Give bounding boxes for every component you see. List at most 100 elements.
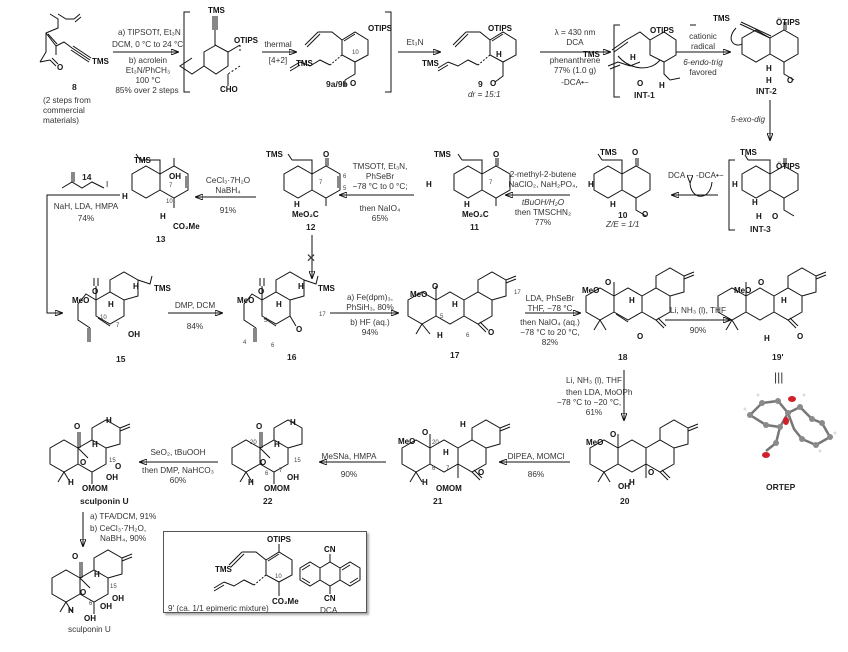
- position-number-5: 5: [264, 318, 268, 324]
- condition-15-line1: DMP, DCM: [174, 301, 216, 310]
- condition-photo-line5: -DCA•−: [561, 78, 589, 87]
- compound-label-16: 16: [287, 352, 297, 362]
- condition-19-line2: 86%: [527, 470, 545, 479]
- atom-co2me: CO₂Me: [272, 597, 299, 606]
- condition-17-line4: −78 °C to 20 °C,: [520, 328, 580, 337]
- condition-cyclization-line1: cationic: [689, 32, 717, 41]
- atom-cho: CHO: [220, 85, 238, 94]
- atom-otips-cation: ÖTIPS: [776, 18, 801, 27]
- condition-photo-line3: phenanthrene: [549, 56, 601, 65]
- atom-h: H: [133, 282, 139, 291]
- atom-o: O: [488, 328, 495, 337]
- condition-13-line2: 74%: [77, 214, 95, 223]
- atom-omom: OMOM: [82, 484, 108, 493]
- condition-11-line5: 65%: [371, 214, 389, 223]
- condition-22-line2: b) CeCl₃·7H₂O,: [90, 524, 147, 533]
- position-number-15: 15: [294, 458, 301, 464]
- atom-tms: TMS: [92, 57, 109, 66]
- atom-co2me: CO₂Me: [173, 222, 200, 231]
- atom-h: H: [496, 50, 502, 59]
- atom-tms: TMS: [134, 156, 151, 165]
- structure-diene-intermediate: [179, 16, 241, 86]
- structure-21: [231, 419, 303, 484]
- condition-16-line4: 94%: [361, 328, 379, 337]
- position-number-20: 20: [250, 440, 257, 446]
- structure-INT-3: [741, 154, 799, 217]
- atom-o: O: [57, 63, 64, 72]
- ortep-structure: [743, 393, 837, 458]
- compound-label-14: 14: [82, 172, 92, 182]
- condition-16-line1: a) Fe(dpm)₃,: [346, 293, 394, 302]
- compound-10-ratio: Z/E = 1/1: [606, 220, 640, 229]
- position-number-7: 7: [319, 180, 323, 186]
- atom-o: O: [432, 282, 439, 291]
- atom-o: O: [610, 430, 617, 439]
- atom-h: H: [629, 478, 635, 487]
- atom-o: O: [632, 148, 639, 157]
- position-number-7: 7: [116, 323, 120, 329]
- compound-label-INT-2: INT-2: [756, 86, 777, 96]
- condition-4plus2: [4+2]: [268, 56, 288, 65]
- atom-o: O: [92, 287, 99, 296]
- atom-h: H: [106, 416, 112, 425]
- atom-meo: MeO: [237, 296, 255, 305]
- condition-photo-line2: DCA: [566, 38, 584, 47]
- atom-h: H: [94, 570, 100, 579]
- condition-10-line1: 2-methyl-2-butene: [509, 170, 577, 179]
- compound-label-15: 15: [116, 354, 126, 364]
- structure-13: [131, 153, 189, 208]
- atom-h: H: [437, 331, 443, 340]
- compound-label-20: 21: [433, 496, 443, 506]
- condition-et3n: Et₃N: [406, 38, 424, 47]
- condition-10-line2: NaClO₂, NaH₂PO₄,: [508, 180, 578, 189]
- position-number-7: 7: [169, 183, 173, 189]
- atom-o: O: [296, 325, 303, 334]
- reagent-dca-radical-anion: -DCA•−: [696, 171, 724, 180]
- position-number-15: 15: [110, 584, 117, 590]
- atom-h: H: [276, 300, 282, 309]
- condition-8-line4: Et₃N/PhCH₃: [125, 66, 171, 75]
- condition-16-line3: b) HF (aq.): [350, 318, 390, 327]
- atom-h: H: [422, 478, 428, 487]
- atom-h: H: [610, 200, 616, 209]
- atom-o: O: [490, 79, 497, 88]
- atom-oh: OH: [169, 172, 181, 181]
- condition-8-line3: b) acrolein: [128, 56, 168, 65]
- compound-label-sculponin-U: sculponin U: [68, 625, 111, 634]
- inset-compound-label: 9' (ca. 1/1 epimeric mixture): [168, 604, 269, 613]
- atom-h: H: [68, 606, 74, 615]
- condition-12-line2: NaBH₄: [215, 186, 241, 195]
- atom-tms: TMS: [215, 565, 232, 574]
- structure-22: [49, 419, 131, 484]
- compound-9-dr: dr = 15:1: [468, 90, 501, 99]
- atom-otips: OTIPS: [650, 26, 675, 35]
- atom-oh: OH: [618, 482, 630, 491]
- atom-h: H: [460, 420, 466, 429]
- atom-oh: OH: [84, 614, 96, 623]
- atom-o: O: [115, 462, 122, 471]
- position-number-10: 10: [352, 50, 359, 56]
- atom-meo: MeO: [586, 438, 604, 447]
- condition-16-line2: PhSiH₃, 80%: [346, 303, 394, 312]
- atom-h: H: [443, 448, 449, 457]
- atom-h: H: [294, 200, 300, 209]
- atom-meo: MeO: [582, 286, 600, 295]
- atom-tms: TMS: [434, 150, 451, 159]
- atom-h: H: [274, 440, 280, 449]
- atom-h: H: [108, 300, 114, 309]
- atom-cn: CN: [324, 594, 336, 603]
- atom-h: H: [629, 296, 635, 305]
- structure-9: [437, 31, 517, 83]
- atom-h: H: [732, 180, 738, 189]
- compound-label-8: 8: [72, 82, 77, 92]
- condition-8-line6: 85% over 2 steps: [115, 86, 179, 95]
- atom-h: H: [160, 212, 166, 221]
- position-number-15: 15: [109, 458, 116, 464]
- atom-h: H: [766, 76, 772, 85]
- condition-18-prime-line1: Li, NH₃ (l), THF: [670, 306, 726, 315]
- atom-oh: OH: [106, 473, 118, 482]
- compound-label-12: 12: [306, 222, 316, 232]
- atom-tms: TMS: [740, 148, 757, 157]
- inset-reagent-label: DCA: [320, 606, 338, 615]
